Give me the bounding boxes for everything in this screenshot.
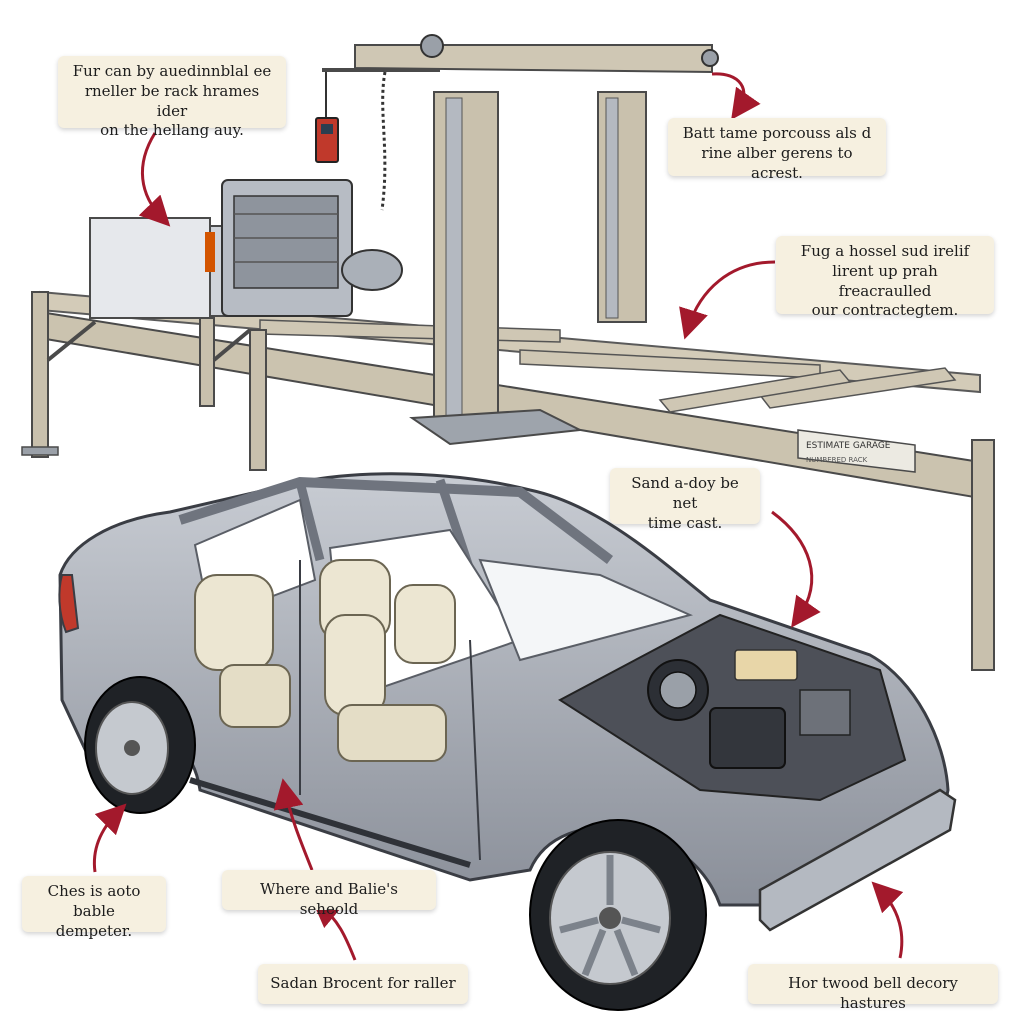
rear-wheel xyxy=(84,676,196,814)
arrow-c8 xyxy=(871,881,904,959)
arrow-c2 xyxy=(711,72,761,120)
arrow-c1 xyxy=(138,132,171,227)
front-bumper xyxy=(758,788,957,932)
lift-rack xyxy=(21,34,995,671)
callout-rack-frames: Fur can by auedinnblal ee rneller be rac… xyxy=(58,56,286,139)
callout-sedan: Sadan Brocent for raller xyxy=(258,964,468,1004)
callout-frame-system: Fug a hossel sud irelif lirent up prah f… xyxy=(776,236,994,319)
callout-beam-process: Batt tame porcouss als d rine alber gere… xyxy=(668,118,886,182)
callout-body-time: Sand a-doy be net time cast. xyxy=(610,468,760,532)
front-wheel xyxy=(529,819,707,1011)
arrow-c5 xyxy=(92,803,127,873)
rack-plate: ESTIMATE GARAGE NUMBERED RACK xyxy=(797,429,916,473)
plate-line-2: NUMBERED RACK xyxy=(806,456,868,464)
callout-decory-hastures: Hor twood bell decory hastures xyxy=(748,964,998,1012)
engine-bay xyxy=(558,613,907,802)
car-seats xyxy=(194,559,456,762)
callout-where-balie: Where and Balie's seheold xyxy=(222,870,436,918)
machine-unit xyxy=(89,179,403,319)
callout-chassis: Ches is aoto bable dempeter. xyxy=(22,876,166,940)
plate-line-1: ESTIMATE GARAGE xyxy=(806,441,891,451)
arrow-c4 xyxy=(771,510,821,628)
arrow-c6 xyxy=(273,778,314,871)
arrow-c3 xyxy=(679,260,776,340)
